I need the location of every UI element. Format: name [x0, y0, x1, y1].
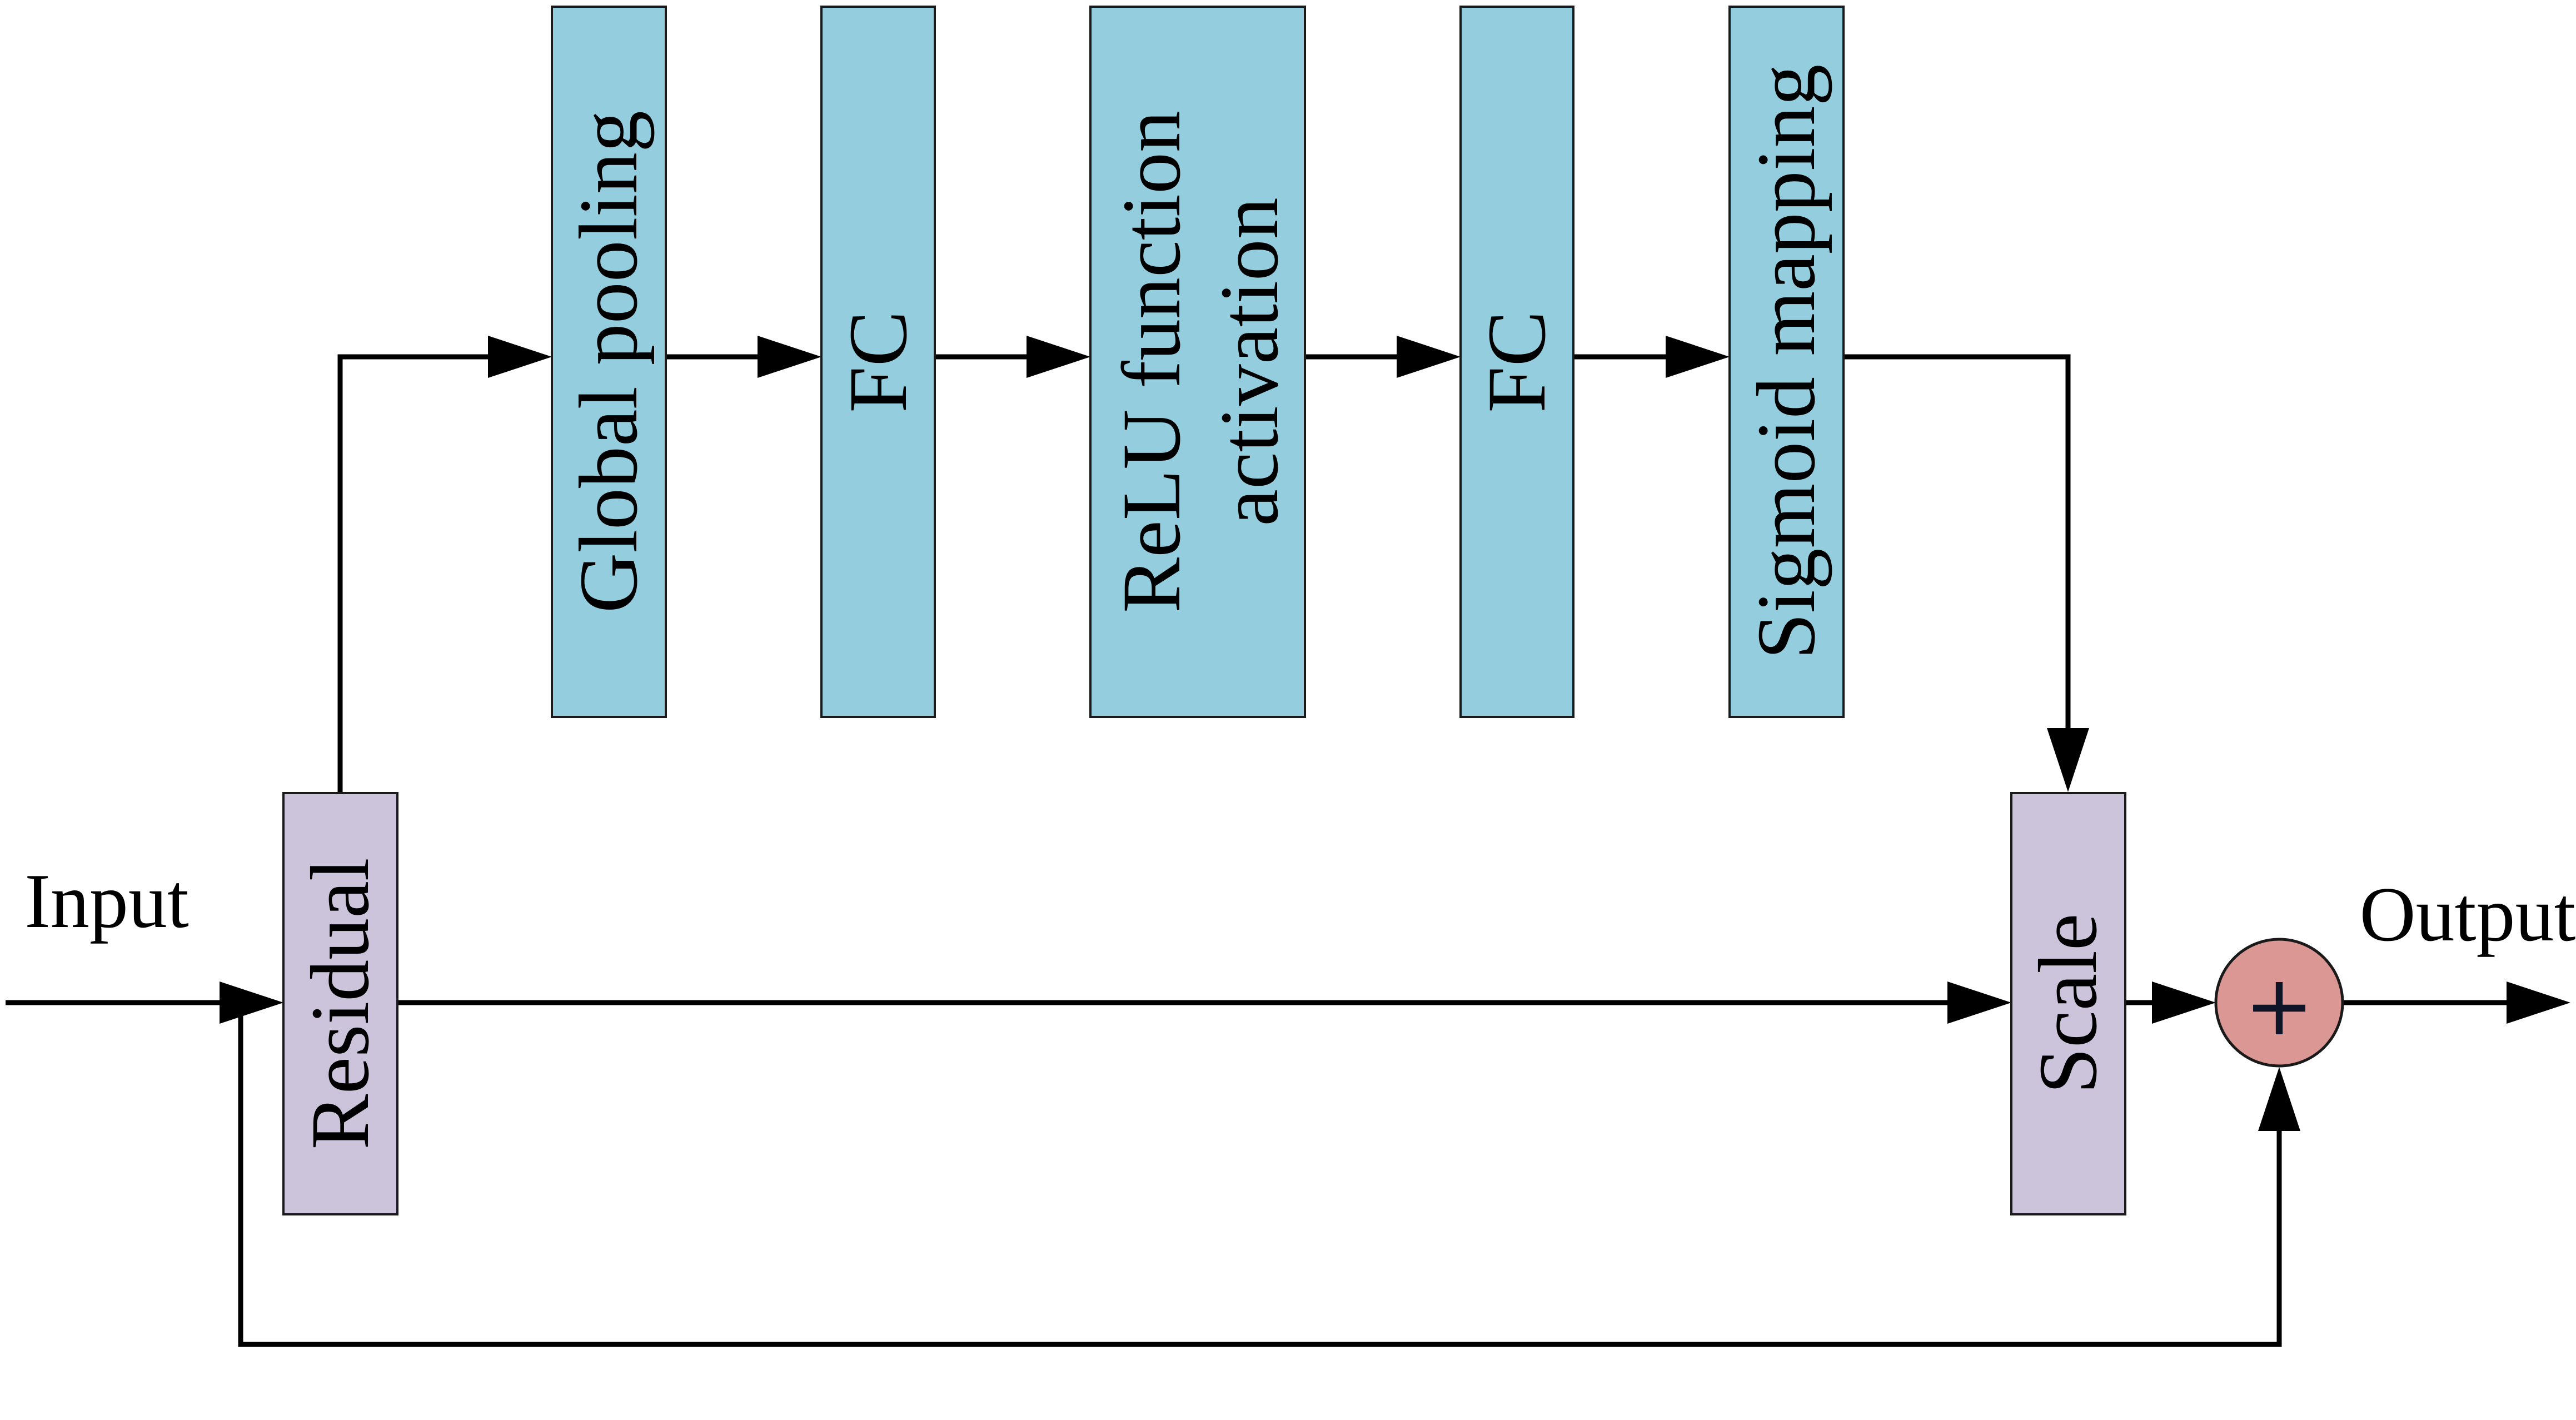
fc2-rect — [1459, 6, 1575, 718]
fc1-arrowhead-icon — [758, 336, 821, 378]
skip-connection-line — [238, 1000, 2282, 1347]
plus-icon: + — [2244, 958, 2314, 1054]
fc1-rect — [820, 6, 936, 718]
global-pooling-rect — [551, 6, 667, 718]
sum-left-arrowhead-icon — [2152, 981, 2216, 1024]
relu-arrowhead-icon — [1027, 336, 1090, 378]
pooling-arrowhead-icon — [488, 336, 552, 378]
fc2-label: FC — [1471, 311, 1563, 412]
fc1-label: FC — [832, 311, 924, 412]
relu-label-line1: ReLU function — [1105, 111, 1198, 613]
box-scale: Scale — [2010, 792, 2126, 1215]
output-arrowhead-icon — [2507, 981, 2570, 1024]
scale-rect — [2010, 792, 2126, 1215]
box-fc-1: FC — [820, 6, 936, 718]
sigmoid-arrowhead-icon — [1666, 336, 1730, 378]
sum-circle — [2214, 938, 2344, 1068]
residual-label: Residual — [294, 858, 386, 1150]
bottom-row-boxes: Residual Scale — [282, 792, 2126, 1215]
global-pooling-label: Global pooling — [562, 111, 655, 613]
output-label: Output — [2360, 871, 2576, 958]
sum-node: + — [2214, 938, 2344, 1068]
scale-label: Scale — [2022, 914, 2114, 1094]
sigmoid-label: Sigmoid mapping — [1740, 64, 1832, 660]
box-residual: Residual — [282, 792, 398, 1215]
box-relu-activation: ReLU function activation — [1089, 6, 1306, 718]
relu-label-line2: activation — [1203, 197, 1296, 526]
box-global-pooling: Global pooling — [551, 6, 667, 718]
box-sigmoid-mapping: Sigmoid mapping — [1728, 6, 1845, 718]
connector-lines — [6, 336, 2570, 1347]
fc2-arrowhead-icon — [1397, 336, 1461, 378]
relu-rect — [1089, 6, 1306, 718]
residual-rect — [282, 792, 398, 1215]
skip-arrowhead-icon — [2258, 1067, 2300, 1131]
residual-to-pooling-line — [337, 354, 522, 793]
sigmoid-to-scale-line — [1843, 354, 2071, 764]
top-row-boxes: Global pooling FC ReLU function activati… — [551, 6, 1845, 718]
scale-top-arrowhead-icon — [2047, 728, 2089, 792]
box-fc-2: FC — [1459, 6, 1575, 718]
sigmoid-rect — [1728, 6, 1845, 718]
input-arrowhead-icon — [220, 981, 283, 1024]
scale-left-arrowhead-icon — [1947, 981, 2011, 1024]
input-label: Input — [24, 858, 189, 944]
